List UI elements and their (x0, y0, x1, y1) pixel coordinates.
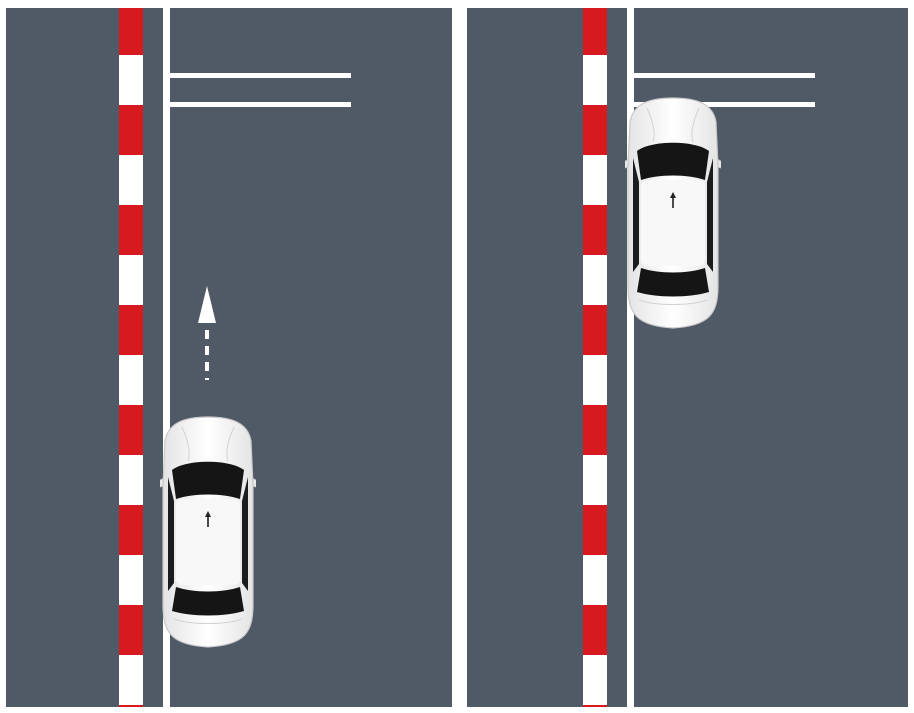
curb-stripes (119, 8, 143, 707)
center-line (452, 8, 455, 707)
car-approaching (156, 417, 260, 647)
car-stopped (621, 98, 725, 328)
panel-right (467, 8, 908, 707)
stop-line-top (634, 73, 815, 78)
stop-line-bottom (170, 102, 351, 107)
panel-left (6, 8, 455, 707)
curb-stripes (583, 8, 607, 707)
panel-divider (455, 8, 467, 707)
stop-line-top (170, 73, 351, 78)
